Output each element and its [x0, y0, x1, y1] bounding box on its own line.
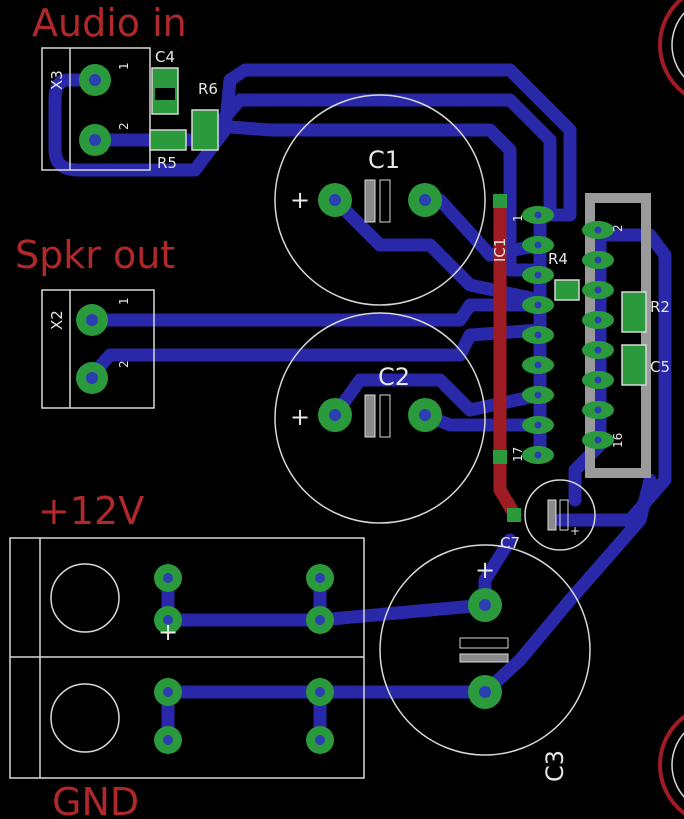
x3-label: X3	[48, 70, 66, 90]
smd-parts	[149, 67, 647, 386]
ic1-pin17-label: 17	[511, 447, 525, 462]
ic1-pin1-label: 1	[511, 214, 525, 222]
ic1-via-bottom	[493, 450, 507, 464]
x2-pin1-label: 1	[117, 297, 131, 305]
c3-outline	[379, 544, 591, 756]
x2-pin2-label: 2	[117, 360, 131, 368]
ic1-pin16-label: 16	[611, 433, 625, 448]
ic1-pin-right-drill	[594, 226, 602, 234]
silkscreen-outlines	[9, 47, 596, 779]
ic1-pin-left-drill	[534, 451, 542, 459]
ic1-outline	[585, 193, 651, 478]
ic1-pin-left-drill	[534, 211, 542, 219]
c2-plus-mark: +	[290, 403, 310, 431]
audio-in-label: Audio in	[32, 1, 187, 45]
ic1-pin-right-drill	[594, 316, 602, 324]
ic1-pin-right-drill	[594, 286, 602, 294]
ic1-pin-left-drill	[534, 301, 542, 309]
x2-label: X2	[48, 310, 66, 330]
c7-outline	[524, 479, 596, 551]
c2-symbol	[364, 394, 376, 438]
r5-label: R5	[157, 154, 177, 172]
spkr-out-label: Spkr out	[15, 233, 175, 277]
ic1-pin-left-drill	[534, 331, 542, 339]
c7-label: C7	[500, 534, 520, 552]
ic1-pin-left-drill	[534, 361, 542, 369]
c1-symbol	[364, 179, 376, 223]
ic1-pin-left-drill	[534, 421, 542, 429]
gnd-label: GND	[52, 780, 139, 819]
c4-label: C4	[155, 48, 175, 66]
r4-body	[554, 279, 580, 301]
c2-outline	[274, 312, 486, 524]
c7-plus-mark: +	[570, 524, 580, 538]
power-terminal-outline	[9, 537, 365, 779]
ic1-pins-left	[522, 206, 554, 464]
c3-plus-mark: +	[475, 556, 495, 584]
r2-label: R2	[650, 298, 670, 316]
ic1-via-top	[493, 194, 507, 208]
mounting-holes	[658, 0, 684, 816]
ic1-pin-right-drill	[594, 346, 602, 354]
x3-outline	[41, 47, 151, 171]
c3-label: C3	[541, 750, 569, 782]
ic1-pin-right-drill	[594, 406, 602, 414]
c5-body	[621, 344, 647, 386]
ic1-pin-right-drill	[594, 256, 602, 264]
ic1-label: IC1	[491, 238, 509, 262]
x3-pin1-label: 1	[117, 62, 131, 70]
c1-plus-mark: +	[290, 186, 310, 214]
r6-body	[191, 109, 219, 151]
c5-label: C5	[650, 358, 670, 376]
c7-symbol	[547, 499, 557, 531]
x2-outline	[41, 289, 155, 409]
x3-pin2-label: 2	[117, 122, 131, 130]
top-traces	[493, 193, 522, 522]
cap-symbols	[364, 179, 569, 663]
ic1-pin-right-drill	[594, 376, 602, 384]
r5-body	[149, 129, 187, 151]
ic1-pin-left-drill	[534, 391, 542, 399]
r2-body	[621, 291, 647, 333]
plus12v-label: +12V	[38, 489, 144, 533]
ic1-pin-left-drill	[534, 271, 542, 279]
drills	[86, 74, 491, 745]
r4-label: R4	[548, 250, 568, 268]
ic1-pin-right-drill	[594, 436, 602, 444]
mount-hole-top	[658, 0, 684, 96]
c2-label: C2	[378, 363, 410, 391]
c1-label: C1	[368, 146, 400, 174]
mount-hole-bottom	[658, 714, 684, 816]
ic1-pin2-label: 2	[611, 224, 625, 232]
pwr-plus-mark: +	[158, 618, 178, 646]
c7-pad	[507, 508, 521, 522]
r6-label: R6	[198, 80, 218, 98]
c3-symbol	[459, 637, 509, 649]
ic1-pins-right	[582, 221, 614, 449]
c1-outline	[274, 94, 486, 306]
ic1-pin-left-drill	[534, 241, 542, 249]
